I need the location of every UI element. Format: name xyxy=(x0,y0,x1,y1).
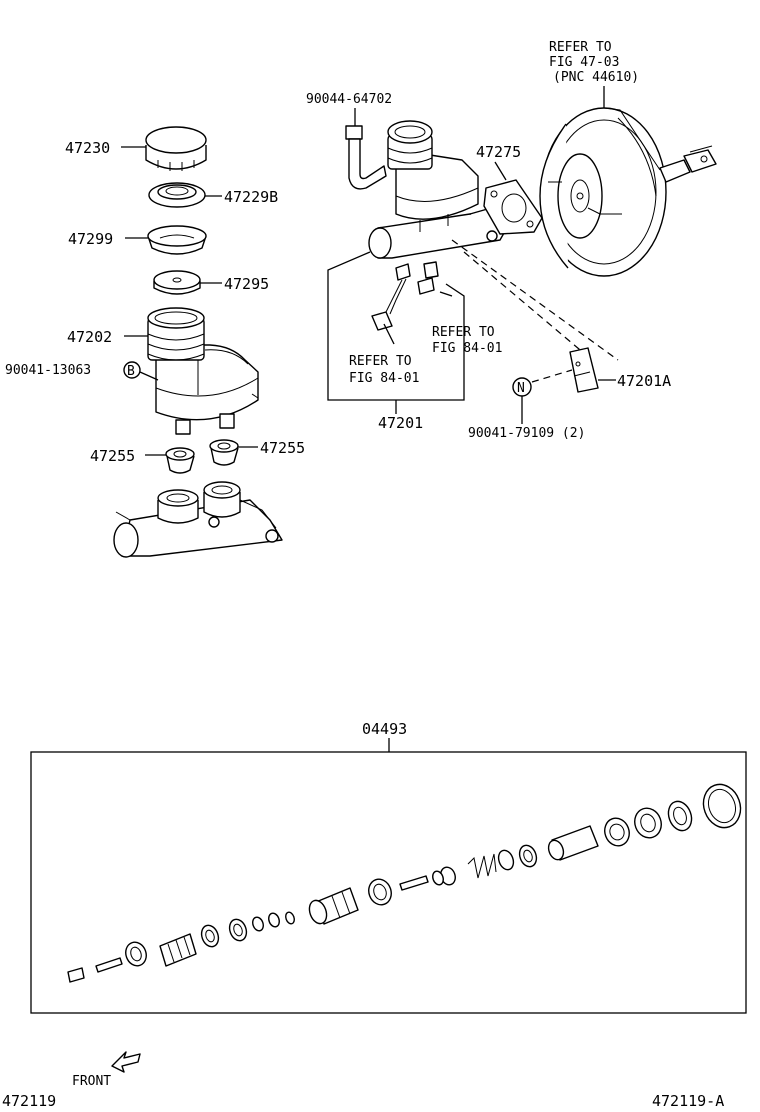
label-47255-right: 47255 xyxy=(260,439,305,457)
grommet-left xyxy=(165,447,195,474)
label-47202: 47202 xyxy=(67,328,112,346)
figure-code-right: 472119-A xyxy=(652,1092,724,1110)
repair-kit-box xyxy=(30,751,747,1014)
fig84-left-line1: REFER TO xyxy=(349,354,412,369)
repair-kit-parts xyxy=(67,783,742,983)
label-47299: 47299 xyxy=(68,230,113,248)
label-47295: 47295 xyxy=(224,275,269,293)
figure-code-left: 472119 xyxy=(2,1092,56,1110)
front-label: FRONT xyxy=(72,1074,111,1089)
label-90044-64702: 90044-64702 xyxy=(306,92,392,107)
marker-n: N xyxy=(517,381,525,396)
booster-gasket xyxy=(483,179,543,235)
label-47201a: 47201A xyxy=(617,372,671,390)
label-47255-left: 47255 xyxy=(90,447,135,465)
fig84-left-line2: FIG 84-01 xyxy=(349,371,419,386)
master-cylinder-body xyxy=(113,481,283,558)
reservoir-cap xyxy=(145,126,207,171)
brake-reservoir xyxy=(147,307,259,435)
front-arrow-icon xyxy=(111,1051,141,1073)
reservoir-float xyxy=(153,270,201,295)
brake-line-fittings xyxy=(371,261,439,331)
fig84-right-line1: REFER TO xyxy=(432,325,495,340)
grommet-right xyxy=(209,439,239,466)
booster-ref-line1: REFER TO xyxy=(549,40,612,55)
cap-seal xyxy=(148,182,206,208)
reservoir-strainer xyxy=(147,225,207,255)
fig84-right-line2: FIG 84-01 xyxy=(432,341,502,356)
label-47201: 47201 xyxy=(378,414,423,432)
label-47275: 47275 xyxy=(476,143,521,161)
label-47229b: 47229B xyxy=(224,188,278,206)
booster-ref-line2: FIG 47-03 xyxy=(549,55,619,70)
booster-ref-line3: (PNC 44610) xyxy=(553,70,639,85)
label-90041-79109: 90041-79109 (2) xyxy=(468,426,585,441)
caution-plate xyxy=(569,347,599,393)
label-04493: 04493 xyxy=(362,720,407,738)
reservoir-hose xyxy=(345,125,387,190)
marker-b: B xyxy=(127,364,135,379)
label-47230: 47230 xyxy=(65,139,110,157)
brake-booster xyxy=(539,107,717,277)
label-90041-13063: 90041-13063 xyxy=(5,363,91,378)
